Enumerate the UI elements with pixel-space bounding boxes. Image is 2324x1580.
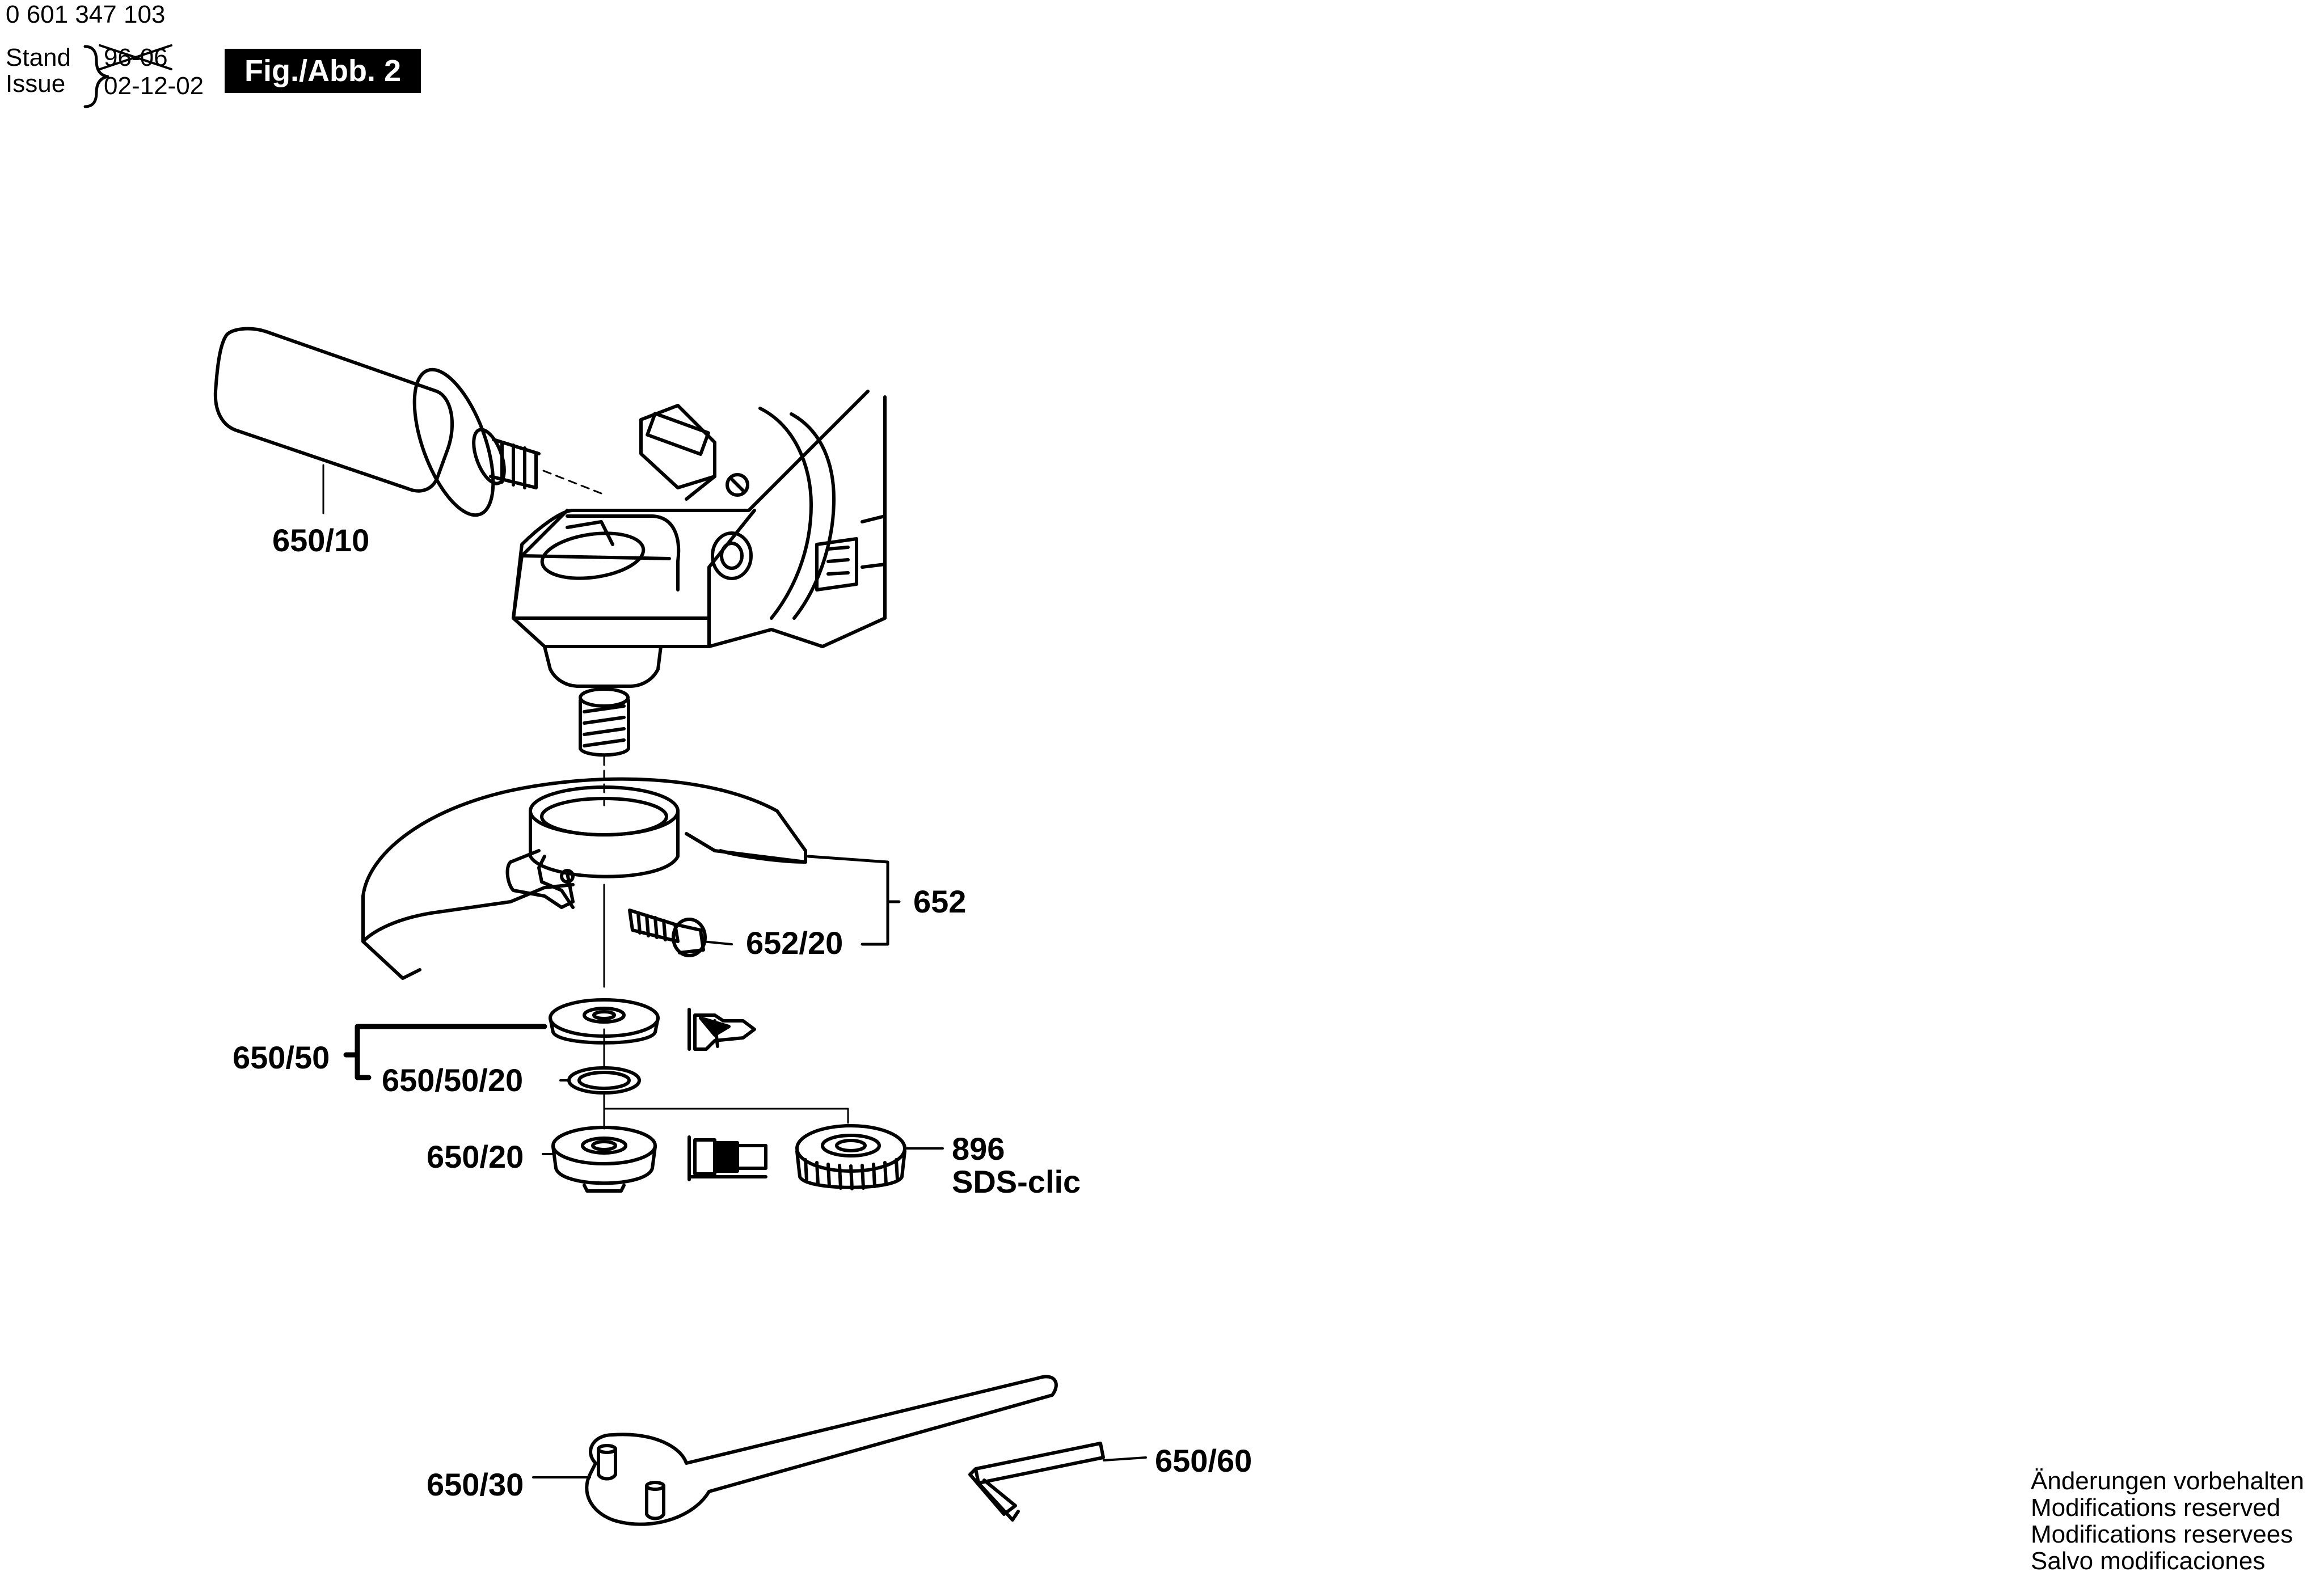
stand-label: Stand — [6, 44, 71, 71]
modifications-note: Änderungen vorbehalten Modifications res… — [2031, 1468, 2304, 1574]
label-guard: 652 — [913, 884, 967, 919]
part-number: 0 601 347 103 — [6, 1, 166, 28]
label-quick-nut-name: SDS-clic — [952, 1164, 1081, 1199]
figure-label-text: Fig./Abb. 2 — [244, 54, 401, 88]
label-clamping-nut: 650/20 — [427, 1139, 524, 1175]
label-o-ring: 650/50/20 — [382, 1062, 524, 1098]
flange-bracket — [343, 1024, 547, 1080]
grinder-head-drawing — [512, 390, 887, 806]
old-date-strike-2 — [99, 44, 172, 70]
note-line-de: Änderungen vorbehalten — [2031, 1467, 2304, 1495]
clamping-nut-drawing — [542, 1126, 657, 1193]
label-hex-key: 650/60 — [1155, 1443, 1252, 1478]
hex-key-drawing — [968, 1442, 1147, 1522]
label-quick-nut-number: 896 — [952, 1131, 1005, 1167]
pin-spanner-drawing — [532, 1375, 1058, 1526]
flange-profile-icon-1 — [688, 1008, 756, 1051]
note-line-en: Modifications reserved — [2031, 1494, 2281, 1522]
guard-bracket — [807, 855, 901, 946]
guard-screw-drawing — [628, 909, 733, 957]
label-pin-spanner: 650/30 — [427, 1467, 524, 1502]
new-date: 02-12-02 — [104, 72, 204, 100]
guard-drawing — [361, 777, 807, 988]
figure-label: Fig./Abb. 2 — [225, 49, 421, 93]
mounting-flange-drawing — [549, 998, 660, 1067]
o-ring-drawing — [559, 1066, 641, 1095]
header-brace — [83, 45, 109, 108]
note-line-es: Salvo modificaciones — [2031, 1547, 2266, 1575]
note-line-fr: Modifications reservees — [2031, 1520, 2293, 1548]
flange-profile-icon-2 — [688, 1135, 767, 1181]
quick-nut-connector — [603, 1091, 849, 1124]
label-side-handle: 650/10 — [272, 522, 370, 558]
quick-nut-drawing — [795, 1124, 944, 1190]
label-flange-assembly: 650/50 — [233, 1040, 330, 1075]
label-guard-screw: 652/20 — [746, 925, 843, 961]
side-handle-drawing — [213, 327, 602, 517]
issue-label: Issue — [6, 70, 66, 98]
